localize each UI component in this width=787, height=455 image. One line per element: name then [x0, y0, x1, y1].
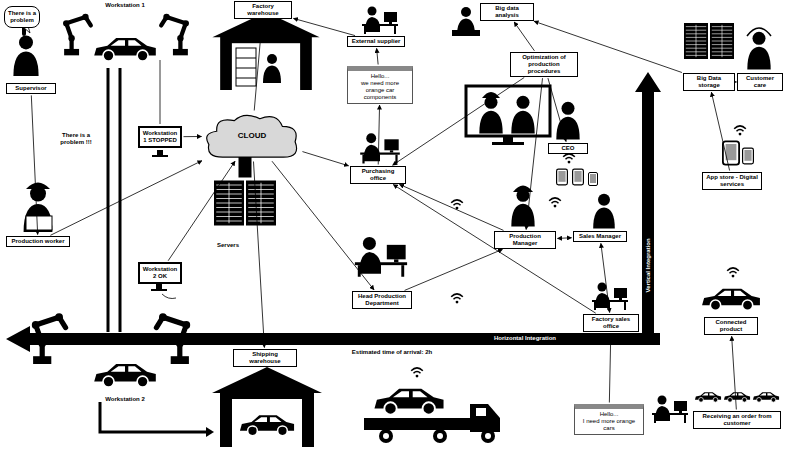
connector-arrow: [253, 161, 264, 347]
label-box: Optimization of production procedures: [510, 52, 578, 77]
node-text: Optimization of production procedures: [513, 54, 575, 75]
node-text: Customer care: [740, 75, 780, 89]
axis-label: Vertical Integration: [645, 205, 652, 325]
label-box: External supplier: [347, 36, 405, 47]
label-box: Big Data storage: [683, 73, 735, 91]
connector-arrow: [378, 105, 379, 164]
node-text: External supplier: [350, 38, 402, 45]
label-box: Connected product: [704, 317, 758, 335]
node-text: Big Data storage: [686, 75, 732, 89]
node-text: Shipping warehouse: [236, 351, 294, 365]
connector-arrow: [514, 22, 534, 51]
connector-arrow: [609, 333, 610, 402]
label-box: Customer care: [737, 73, 783, 91]
message-text: we need more orange car components: [351, 80, 409, 101]
connector-arrow: [711, 92, 729, 170]
connector-arrow: [183, 136, 201, 137]
connector-arrow: [405, 249, 503, 290]
connector-arrow: [254, 20, 262, 110]
connector-arrow: [548, 78, 566, 141]
speech-bubble: There is a problem: [4, 6, 40, 28]
connector-arrow: [601, 243, 610, 312]
label-box: Factory warehouse: [234, 1, 292, 19]
label-box: Head Production Department: [352, 291, 412, 309]
label-box: Sales Manager: [573, 231, 627, 242]
connector-arrow: [377, 48, 378, 64]
node-text: Connected product: [707, 319, 755, 333]
monitor-screen: Workstation 2 OK: [138, 262, 182, 284]
caption-label: Workstation 2: [92, 396, 158, 403]
node-text: Big data analysis: [483, 5, 531, 19]
node-text: Purchasing office: [353, 168, 403, 182]
connector-arrow: [31, 95, 37, 234]
node-text: Production worker: [9, 238, 67, 245]
message-text: Hello...: [351, 73, 409, 80]
connector-arrow: [399, 184, 503, 230]
node-text: There is a problem: [8, 10, 36, 24]
axis-label: Horizontal Integration: [480, 335, 570, 342]
label-box: Factory sales office: [583, 314, 639, 332]
label-box: Purchasing office: [350, 166, 406, 184]
label-box: CEO: [548, 143, 588, 154]
label-box: Production worker: [6, 236, 70, 247]
connector-arrow: [302, 152, 348, 166]
node-text: Workstation 1 STOPPED: [142, 130, 178, 144]
caption-label: There is a problem !!!: [56, 132, 96, 146]
node-text: Head Production Department: [355, 293, 409, 307]
message-text: I need more orange cars: [578, 418, 640, 432]
label-box: Shipping warehouse: [233, 349, 297, 367]
caption-label: Servers: [212, 242, 244, 249]
node-text: App store - Digital services: [705, 174, 759, 188]
label-box: Production Manager: [494, 231, 556, 249]
caption-label: Estimated time of arrival: 2h: [350, 349, 434, 356]
caption-label: Workstation 1: [92, 2, 158, 9]
node-text: CLOUD: [238, 131, 266, 140]
connector-arrow: [557, 237, 571, 239]
browser-window: Hello...I need more orange cars: [574, 404, 644, 435]
connector-arrow: [732, 336, 737, 409]
label-box: Receiving an order from customer: [693, 411, 781, 429]
node-text: Factory warehouse: [237, 3, 289, 17]
label-box: Supervisor: [6, 83, 56, 94]
browser-window: Hello...we need more orange car componen…: [347, 66, 413, 104]
connector-arrow: [50, 161, 202, 236]
label-box: Big data analysis: [480, 3, 534, 21]
node-text: CEO: [551, 145, 585, 152]
node-text: Production Manager: [497, 233, 553, 247]
node-text: Supervisor: [9, 85, 53, 92]
connector-arrow: [393, 185, 595, 314]
connector-arrow: [526, 78, 542, 229]
node-text: Factory sales office: [586, 316, 636, 330]
cloud-shape: CLOUD: [203, 112, 301, 160]
node-text: Sales Manager: [576, 233, 624, 240]
message-text: Hello...: [578, 411, 640, 418]
monitor-screen: Workstation 1 STOPPED: [138, 126, 182, 148]
label-box: App store - Digital services: [702, 172, 762, 190]
node-text: Workstation 2 OK: [142, 266, 178, 280]
node-text: Receiving an order from customer: [696, 413, 778, 427]
connector-arrow: [293, 18, 355, 35]
